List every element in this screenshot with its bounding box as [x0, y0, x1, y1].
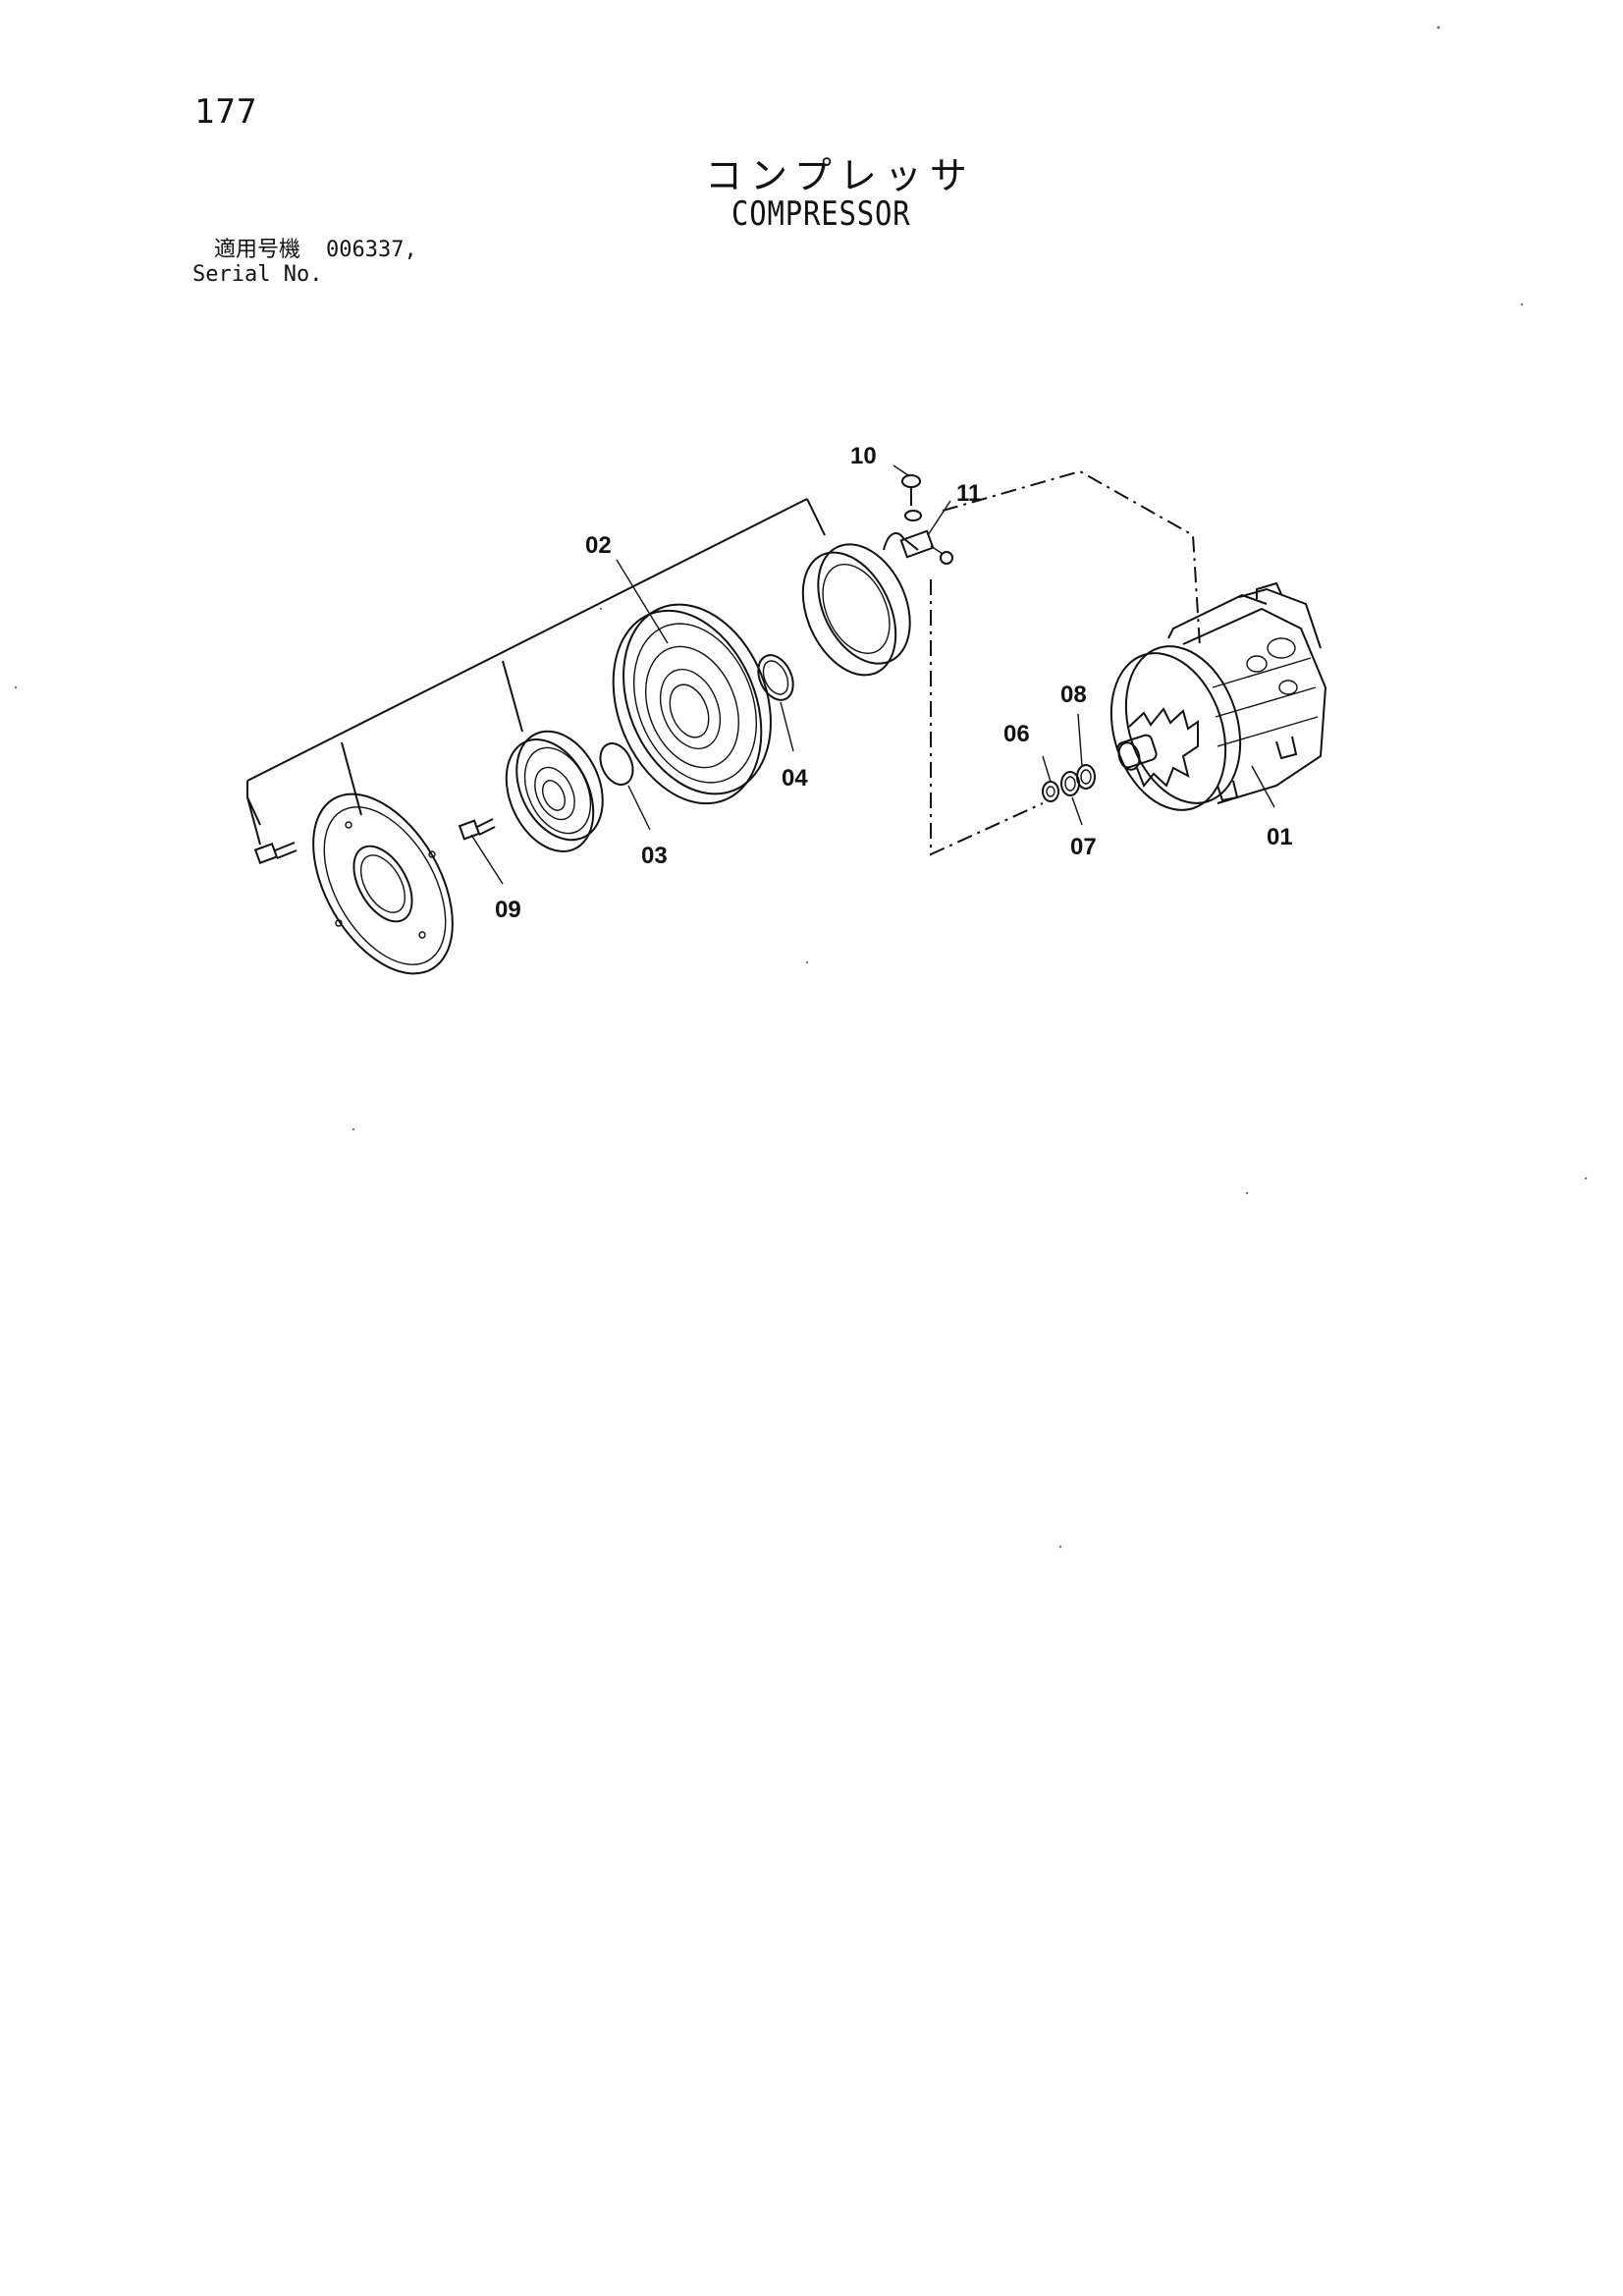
field-coil: [801, 532, 919, 677]
page-number: 177: [194, 92, 258, 132]
part-10-screw: [901, 474, 922, 521]
serial-row-jp: 適用号機 006337,: [192, 238, 417, 262]
callout-02: 02: [585, 532, 612, 559]
callout-07: 07: [1070, 834, 1097, 860]
serial-label-japanese: 適用号機: [214, 238, 301, 262]
serial-value: 006337,: [326, 238, 417, 262]
title-english: COMPRESSOR: [731, 194, 911, 234]
part-09-end-plate: [312, 793, 454, 975]
callout-leaders: [470, 465, 1275, 885]
title-japanese: コンプレッサ: [705, 154, 975, 197]
part-01-compressor-body: [1109, 581, 1327, 811]
callout-11: 11: [956, 480, 981, 507]
part-03-shim: [599, 742, 634, 786]
parts-06-07-08-orings: [1042, 764, 1096, 802]
clutch-hub: [505, 730, 604, 852]
callout-06: 06: [1003, 721, 1030, 747]
part-11-terminal: [899, 529, 953, 565]
callout-08: 08: [1060, 682, 1087, 708]
callout-10: 10: [850, 443, 877, 469]
callout-04: 04: [782, 765, 808, 792]
callout-01: 01: [1267, 824, 1293, 850]
part-09-bolt-left: [253, 842, 298, 864]
part-02-pulley: [612, 603, 772, 805]
part-09-bolt-right: [458, 818, 496, 841]
reference-dash-lines: [930, 469, 1201, 856]
part-04-snap-ring: [757, 654, 794, 701]
assembly-bracket-lines: [246, 498, 826, 846]
callout-09: 09: [495, 897, 521, 923]
serial-info: 適用号機 006337, Serial No.: [192, 238, 417, 287]
serial-label-english: Serial No.: [192, 262, 323, 287]
callout-03: 03: [641, 843, 668, 869]
scan-specks: [14, 26, 1588, 1549]
